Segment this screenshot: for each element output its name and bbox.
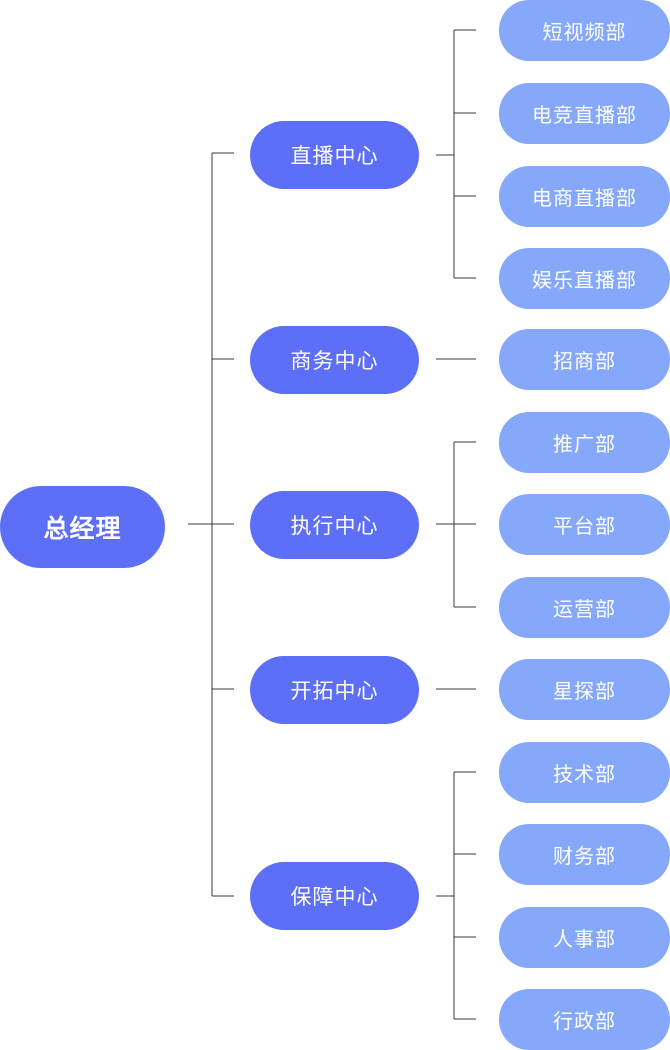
department-node-entertainment-live: 娱乐直播部 [499,248,670,309]
department-node-label: 人事部 [553,927,616,951]
department-node-platform: 平台部 [499,494,670,555]
center-node-label: 保障中心 [290,885,379,909]
department-node-esports-live: 电竞直播部 [499,83,670,144]
department-node-technology: 技术部 [499,742,670,803]
center-node-live: 直播中心 [250,121,419,189]
department-node-finance: 财务部 [499,824,670,885]
department-node-label: 电竞直播部 [532,103,637,127]
department-node-ecommerce-live: 电商直播部 [499,166,670,227]
department-node-investment: 招商部 [499,329,670,390]
center-node-label: 商务中心 [290,349,379,373]
department-node-label: 招商部 [553,349,616,373]
department-node-label: 娱乐直播部 [532,268,637,292]
department-node-label: 技术部 [553,762,616,786]
department-node-promotion: 推广部 [499,412,670,473]
center-node-label: 开拓中心 [290,679,379,703]
department-node-label: 平台部 [553,514,616,538]
center-node-label: 执行中心 [290,514,379,538]
center-node-support: 保障中心 [250,862,419,930]
center-node-execution: 执行中心 [250,491,419,559]
center-node-label: 直播中心 [290,144,379,168]
department-node-label: 行政部 [553,1009,616,1033]
department-node-label: 推广部 [553,432,616,456]
department-node-label: 财务部 [553,844,616,868]
department-node-human-resources: 人事部 [499,907,670,968]
department-node-label: 星探部 [553,679,616,703]
department-node-label: 运营部 [553,597,616,621]
department-node-operations: 运营部 [499,577,670,638]
center-node-expansion: 开拓中心 [250,656,419,724]
department-node-label: 电商直播部 [532,186,637,210]
center-node-business: 商务中心 [250,326,419,394]
department-node-short-video: 短视频部 [499,0,670,61]
root-node-general-manager: 总经理 [0,486,165,568]
department-node-label: 短视频部 [542,20,627,44]
department-node-administration: 行政部 [499,989,670,1050]
department-node-talent-scout: 星探部 [499,659,670,720]
root-node-label: 总经理 [43,514,122,543]
